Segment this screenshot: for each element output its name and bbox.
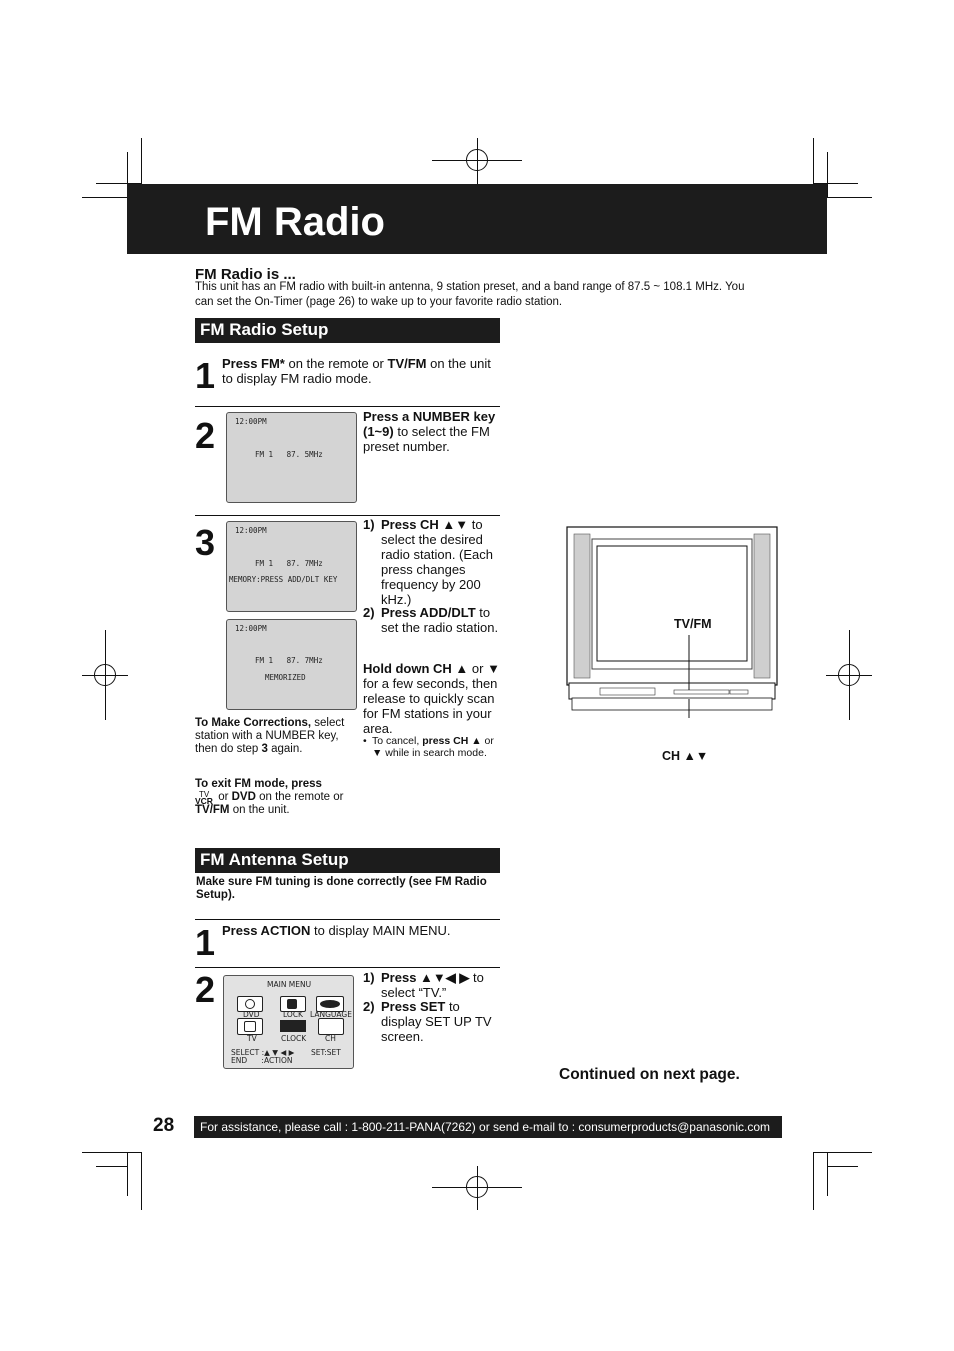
step-number: 2 (195, 415, 216, 456)
tv-menu-icon (237, 1018, 263, 1035)
section-heading-setup: FM Radio Setup (195, 318, 500, 343)
step-number: 1 (195, 355, 216, 396)
step-number: 2 (195, 969, 216, 1010)
step3-item-2: 2) Press ADD/DLT to set the radio statio… (363, 605, 499, 635)
continued-note: Continued on next page. (559, 1066, 740, 1083)
step-number: 3 (195, 522, 216, 563)
divider (195, 919, 500, 920)
antenna-step2-item-2: 2) Press SET to display SET UP TV screen… (363, 999, 492, 1044)
antenna-note: Make sure FM tuning is done correctly (s… (196, 876, 487, 901)
exit-note: To exit FM mode, press TV VCR or DVD on … (195, 778, 344, 816)
intro-body: This unit has an FM radio with built-in … (195, 281, 745, 308)
antenna-step1-text: Press ACTION to display MAIN MENU. (222, 923, 451, 938)
osd-screen: 12:00PM FM 1 87. 7MHz MEMORY:PRESS ADD/D… (226, 521, 357, 612)
step3-item-1: 1) Press CH ▲▼ to select the desired rad… (363, 517, 494, 607)
channel-icon (318, 1018, 344, 1035)
step-number: 1 (195, 922, 216, 963)
title-bar (127, 184, 827, 254)
step2-text: Press a NUMBER key (1~9) to select the F… (363, 409, 496, 454)
page-title: FM Radio (205, 200, 385, 244)
dvd-icon (237, 996, 263, 1012)
divider (195, 406, 500, 407)
hold-down-note: Hold down CH ▲ or ▼ for a few seconds, t… (363, 661, 500, 736)
clock-icon (280, 1020, 306, 1032)
intro-heading: FM Radio is ... (195, 266, 296, 283)
divider (195, 967, 500, 968)
step1-text: Press FM* on the remote or TV/FM on the … (222, 356, 491, 386)
cancel-note: • To cancel, press CH ▲ or ▼ while in se… (363, 735, 494, 759)
antenna-step2-item-1: 1) Press ▲▼◀ ▶ to select “TV.” (363, 970, 484, 1000)
tv-vcr-key: TV VCR (195, 790, 213, 806)
divider (195, 515, 500, 516)
tvfm-button-label: TV/FM (674, 617, 712, 631)
section-heading-antenna: FM Antenna Setup (195, 848, 500, 873)
osd-screen: 12:00PM FM 1 87. 5MHz (226, 412, 357, 503)
main-menu-screen: MAIN MENU DVD LOCK LANGUAGE TV CLOCK CH … (223, 975, 354, 1069)
page-number: 28 (153, 1115, 175, 1136)
corrections-note: To Make Corrections, select station with… (195, 717, 345, 755)
language-icon (316, 996, 344, 1012)
assistance-footer: For assistance, please call : 1-800-211-… (194, 1116, 782, 1138)
tv-illustration (566, 526, 778, 718)
ch-button-label: CH ▲▼ (662, 749, 709, 763)
lock-icon (280, 996, 306, 1012)
osd-screen: 12:00PM FM 1 87. 7MHz MEMORIZED (226, 619, 357, 710)
